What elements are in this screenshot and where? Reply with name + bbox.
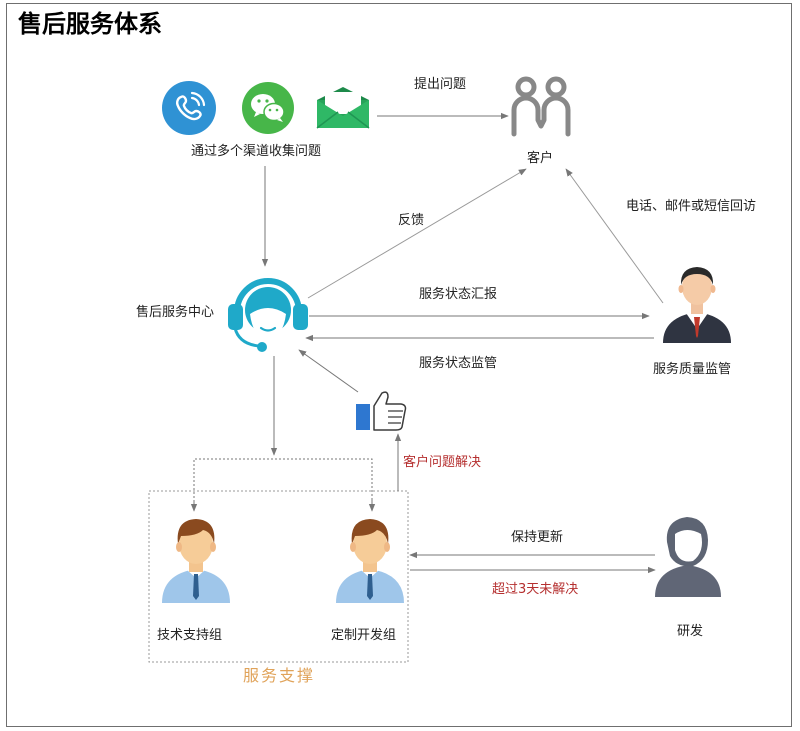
rnd-label: 研发 [677,624,704,639]
developer-icon [336,519,404,603]
support-group-box [148,490,409,663]
edge-feedback [307,168,527,299]
edge-label-issue-resolved: 客户问题解决 [403,455,482,470]
service-center-label: 售后服务中心 [136,305,215,320]
researcher-icon [655,517,721,597]
edge-label-callback: 电话、邮件或短信回访 [626,199,757,214]
edge-label-raise-issue: 提出问题 [414,77,467,92]
phone-icon [162,81,216,135]
edge-thumb-to-center [298,349,359,393]
edge-label-status-supervision: 服务状态监管 [419,356,498,371]
custom-dev-label: 定制开发组 [331,628,397,643]
channels-label: 通过多个渠道收集问题 [191,144,322,159]
thumbs-up-icon [356,391,407,431]
edge-label-keep-updated: 保持更新 [511,530,564,545]
headset-agent-icon [228,278,308,352]
edge-callback [565,168,664,304]
diagram-title: 售后服务体系 [18,10,162,38]
support-group-title: 服务支撑 [243,666,316,685]
tech-support-label: 技术支持组 [157,628,223,643]
edge-label-unresolved: 超过3天未解决 [492,582,579,597]
engineer-icon [162,519,230,603]
email-icon [316,87,370,129]
supervisor-label: 服务质量监管 [653,362,732,377]
edge-split-bracket [193,458,373,510]
diagram-frame [6,3,792,727]
edge-label-feedback: 反馈 [398,213,425,228]
edge-label-status-report: 服务状态汇报 [419,287,498,302]
customer-label: 客户 [527,151,554,166]
customer-icon [511,76,571,137]
wechat-icon [242,82,294,134]
manager-icon [663,267,731,343]
